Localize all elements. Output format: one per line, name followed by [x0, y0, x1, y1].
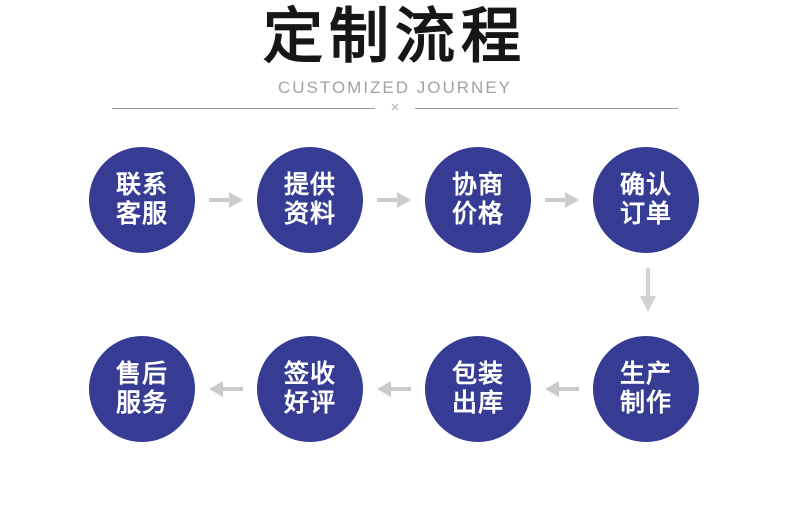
page-title: 定制流程 [263, 3, 527, 70]
arrow-right-icon [377, 192, 411, 208]
divider-x-mark: × [390, 99, 400, 116]
header: 定制流程 CUSTOMIZED JOURNEY [0, 0, 790, 97]
step-packing-shipment: 包装 出库 [425, 336, 531, 442]
step-label-line: 提供 [283, 171, 336, 199]
arrow-left-icon [545, 381, 579, 397]
arrow-left-icon [209, 381, 243, 397]
arrow-right-icon [545, 192, 579, 208]
divider-line-left [112, 107, 375, 109]
title-divider: × [112, 99, 679, 116]
step-label-line: 确认 [619, 171, 672, 199]
page-subtitle: CUSTOMIZED JOURNEY [277, 78, 513, 97]
step-label-line: 包装 [451, 360, 504, 388]
step-label-line: 协商 [451, 171, 504, 199]
arrow-down-icon [640, 268, 656, 312]
step-label-line: 服务 [115, 389, 168, 417]
step-label-line: 订单 [619, 200, 672, 228]
step-negotiate-price: 协商 价格 [425, 147, 531, 253]
step-label-line: 签收 [283, 360, 336, 388]
step-label-line: 资料 [283, 200, 336, 228]
step-label-line: 出库 [451, 389, 504, 417]
step-contact-support: 联系 客服 [89, 147, 195, 253]
step-label-line: 联系 [115, 171, 168, 199]
step-confirm-order: 确认 订单 [593, 147, 699, 253]
arrow-left-icon [377, 381, 411, 397]
step-label-line: 价格 [451, 200, 504, 228]
divider-line-right [415, 107, 679, 109]
step-sign-review: 签收 好评 [257, 336, 363, 442]
step-label-line: 制作 [619, 389, 672, 417]
step-after-sales-service: 售后 服务 [89, 336, 195, 442]
step-label-line: 生产 [619, 360, 672, 388]
step-production: 生产 制作 [593, 336, 699, 442]
step-label-line: 好评 [283, 389, 336, 417]
step-provide-materials: 提供 资料 [257, 147, 363, 253]
step-label-line: 客服 [115, 200, 168, 228]
arrow-right-icon [209, 192, 243, 208]
step-label-line: 售后 [115, 360, 168, 388]
